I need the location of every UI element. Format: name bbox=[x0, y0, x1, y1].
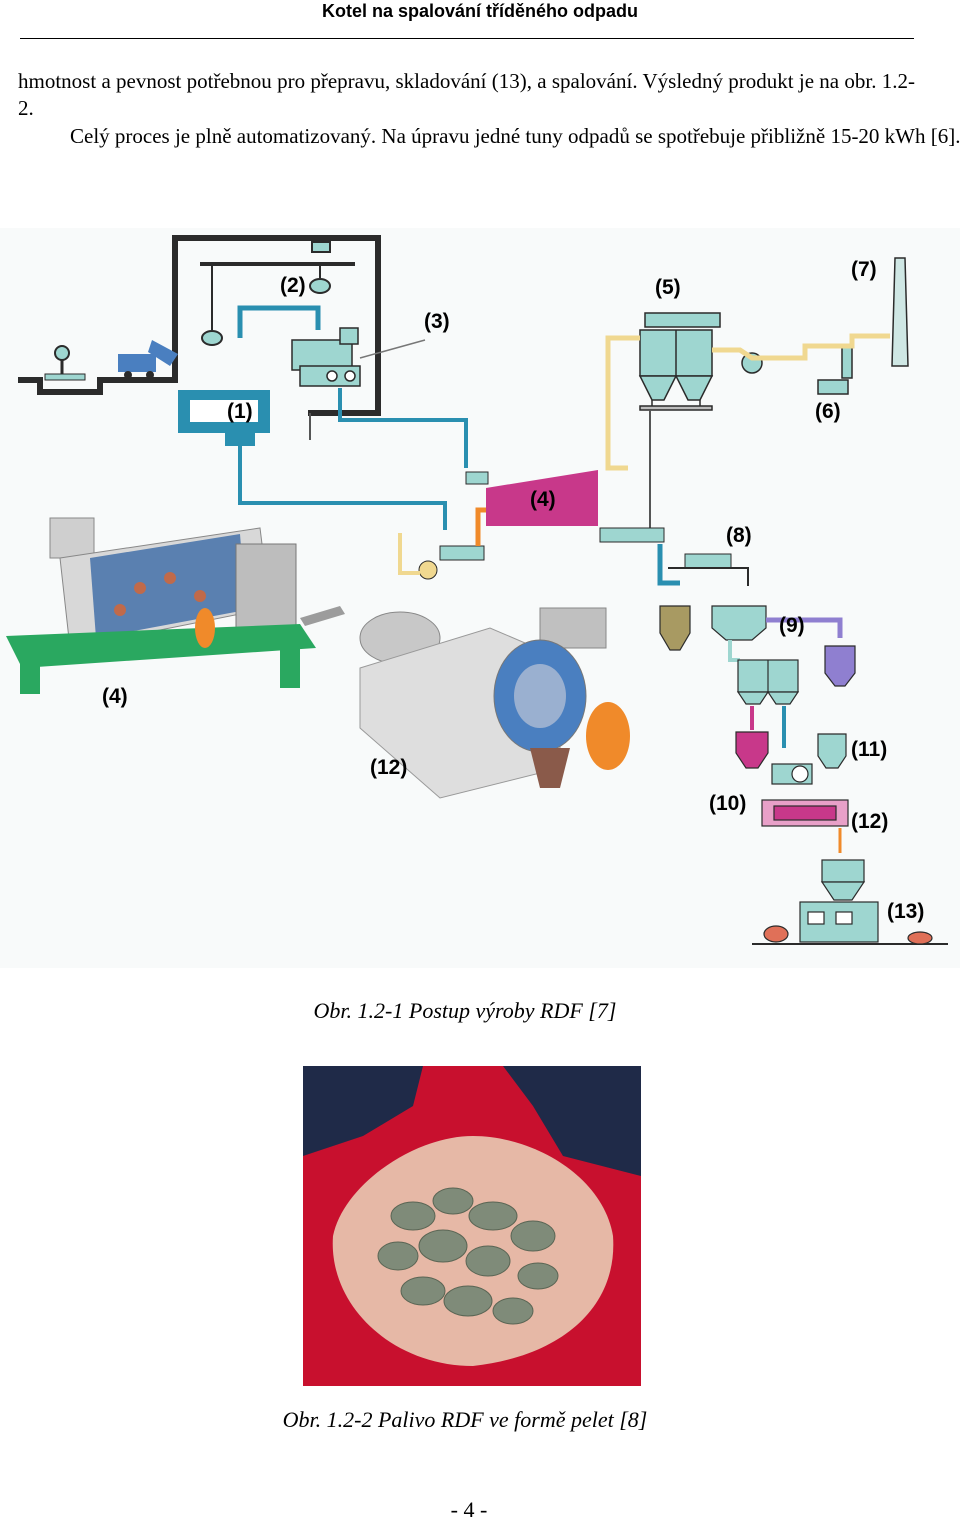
rdf-pellets-photo bbox=[303, 1066, 641, 1386]
page-header: Kotel na spalování tříděného odpadu bbox=[321, 1, 639, 21]
label-9: (9) bbox=[779, 614, 805, 637]
stack-7 bbox=[891, 257, 909, 367]
air-duct-2 bbox=[712, 333, 890, 361]
drum-dryer-illustration bbox=[6, 517, 345, 694]
rdf-process-diagram: (1) (2) (3) (4) (4) (5) (6) (7) (8) (9) … bbox=[0, 228, 960, 980]
label-3: (3) bbox=[424, 310, 450, 333]
label-4-diagram: (4) bbox=[530, 488, 556, 511]
truck-icon bbox=[118, 340, 178, 379]
shredder-outflow bbox=[338, 388, 468, 468]
bunker-1 bbox=[178, 390, 447, 530]
label-10: (10) bbox=[709, 792, 746, 815]
label-2: (2) bbox=[280, 274, 306, 297]
label-4-illustration: (4) bbox=[102, 685, 128, 708]
dust-filter-5 bbox=[638, 312, 721, 411]
shredder-2 bbox=[291, 327, 361, 387]
label-5: (5) bbox=[655, 276, 681, 299]
label-8: (8) bbox=[726, 524, 752, 547]
building-frame bbox=[18, 235, 381, 416]
page-number: - 4 - bbox=[450, 1497, 488, 1522]
figure-2-caption: Obr. 1.2-2 Palivo RDF ve formě pelet [8] bbox=[282, 1407, 648, 1432]
body-paragraph-1: hmotnost a pevnost potřebnou pro přeprav… bbox=[18, 69, 915, 120]
pointer-line-3 bbox=[359, 339, 426, 359]
conveyor-arrow bbox=[237, 305, 321, 338]
hoppers-9 bbox=[659, 605, 856, 705]
label-12-illustration: (12) bbox=[370, 756, 407, 779]
figure-1-caption: Obr. 1.2-1 Postup výroby RDF [7] bbox=[313, 998, 617, 1023]
label-12-diagram: (12) bbox=[851, 810, 888, 833]
weighbridge-icon bbox=[44, 345, 86, 381]
label-13: (13) bbox=[887, 900, 924, 923]
air-duct bbox=[605, 335, 640, 471]
label-1: (1) bbox=[227, 400, 253, 423]
separator-8 bbox=[657, 544, 749, 586]
label-7: (7) bbox=[851, 258, 877, 281]
header-rule bbox=[20, 38, 914, 39]
pellet-press-illustration bbox=[359, 607, 630, 799]
pellet-line-10-12 bbox=[735, 706, 849, 853]
crane-icons bbox=[201, 241, 331, 346]
label-11: (11) bbox=[851, 738, 887, 761]
label-6: (6) bbox=[815, 400, 841, 423]
dryer-4-small bbox=[398, 470, 665, 580]
storage-13 bbox=[752, 859, 948, 945]
body-paragraph-2: Celý proces je plně automatizovaný. Na ú… bbox=[70, 124, 960, 148]
